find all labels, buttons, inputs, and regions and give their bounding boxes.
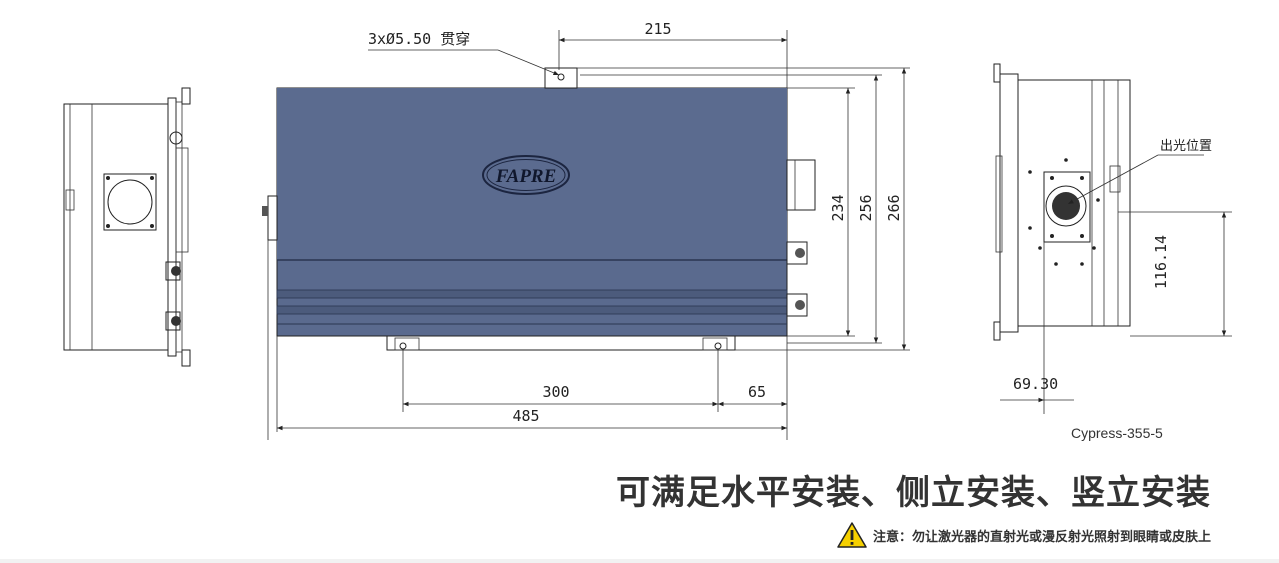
- dim-bottom-offset: 65: [748, 383, 766, 401]
- dim-top-width: 215: [644, 20, 671, 38]
- warning-text: 注意：勿让激光器的直射光或漫反射光照射到眼睛或皮肤上: [872, 529, 1211, 545]
- light-outlet-label: 出光位置: [1160, 139, 1212, 154]
- model-label: Cypress-355-5: [1071, 425, 1163, 441]
- left-side-view: [63, 87, 191, 367]
- dim-total-length: 485: [512, 407, 539, 425]
- dim-height-inner: 234: [829, 194, 847, 221]
- dim-bottom-span: 300: [542, 383, 569, 401]
- dim-height-total: 266: [885, 194, 903, 221]
- warning-triangle-icon: [837, 522, 867, 548]
- right-side-view: 出光位置 116.14 69.30: [993, 63, 1232, 414]
- laser-safety-warning: 注意：勿让激光器的直射光或漫反射光照射到眼睛或皮肤上: [837, 522, 1211, 548]
- hole-note: 3xØ5.50 贯穿: [368, 30, 470, 48]
- dim-height-mid: 256: [857, 194, 875, 221]
- main-front-view: FAPRE 3xØ5.50 贯穿 215 234 256 266 300: [262, 20, 910, 440]
- fapre-logo-text: FAPRE: [495, 166, 557, 187]
- dim-side-height: 116.14: [1152, 235, 1170, 289]
- bottom-divider: [0, 559, 1279, 563]
- light-outlet-flange: [1043, 171, 1091, 243]
- dim-side-offset: 69.30: [1013, 375, 1058, 393]
- fapre-logo: [482, 155, 570, 195]
- installation-tagline: 可满足水平安装、侧立安装、竖立安装: [616, 473, 1211, 513]
